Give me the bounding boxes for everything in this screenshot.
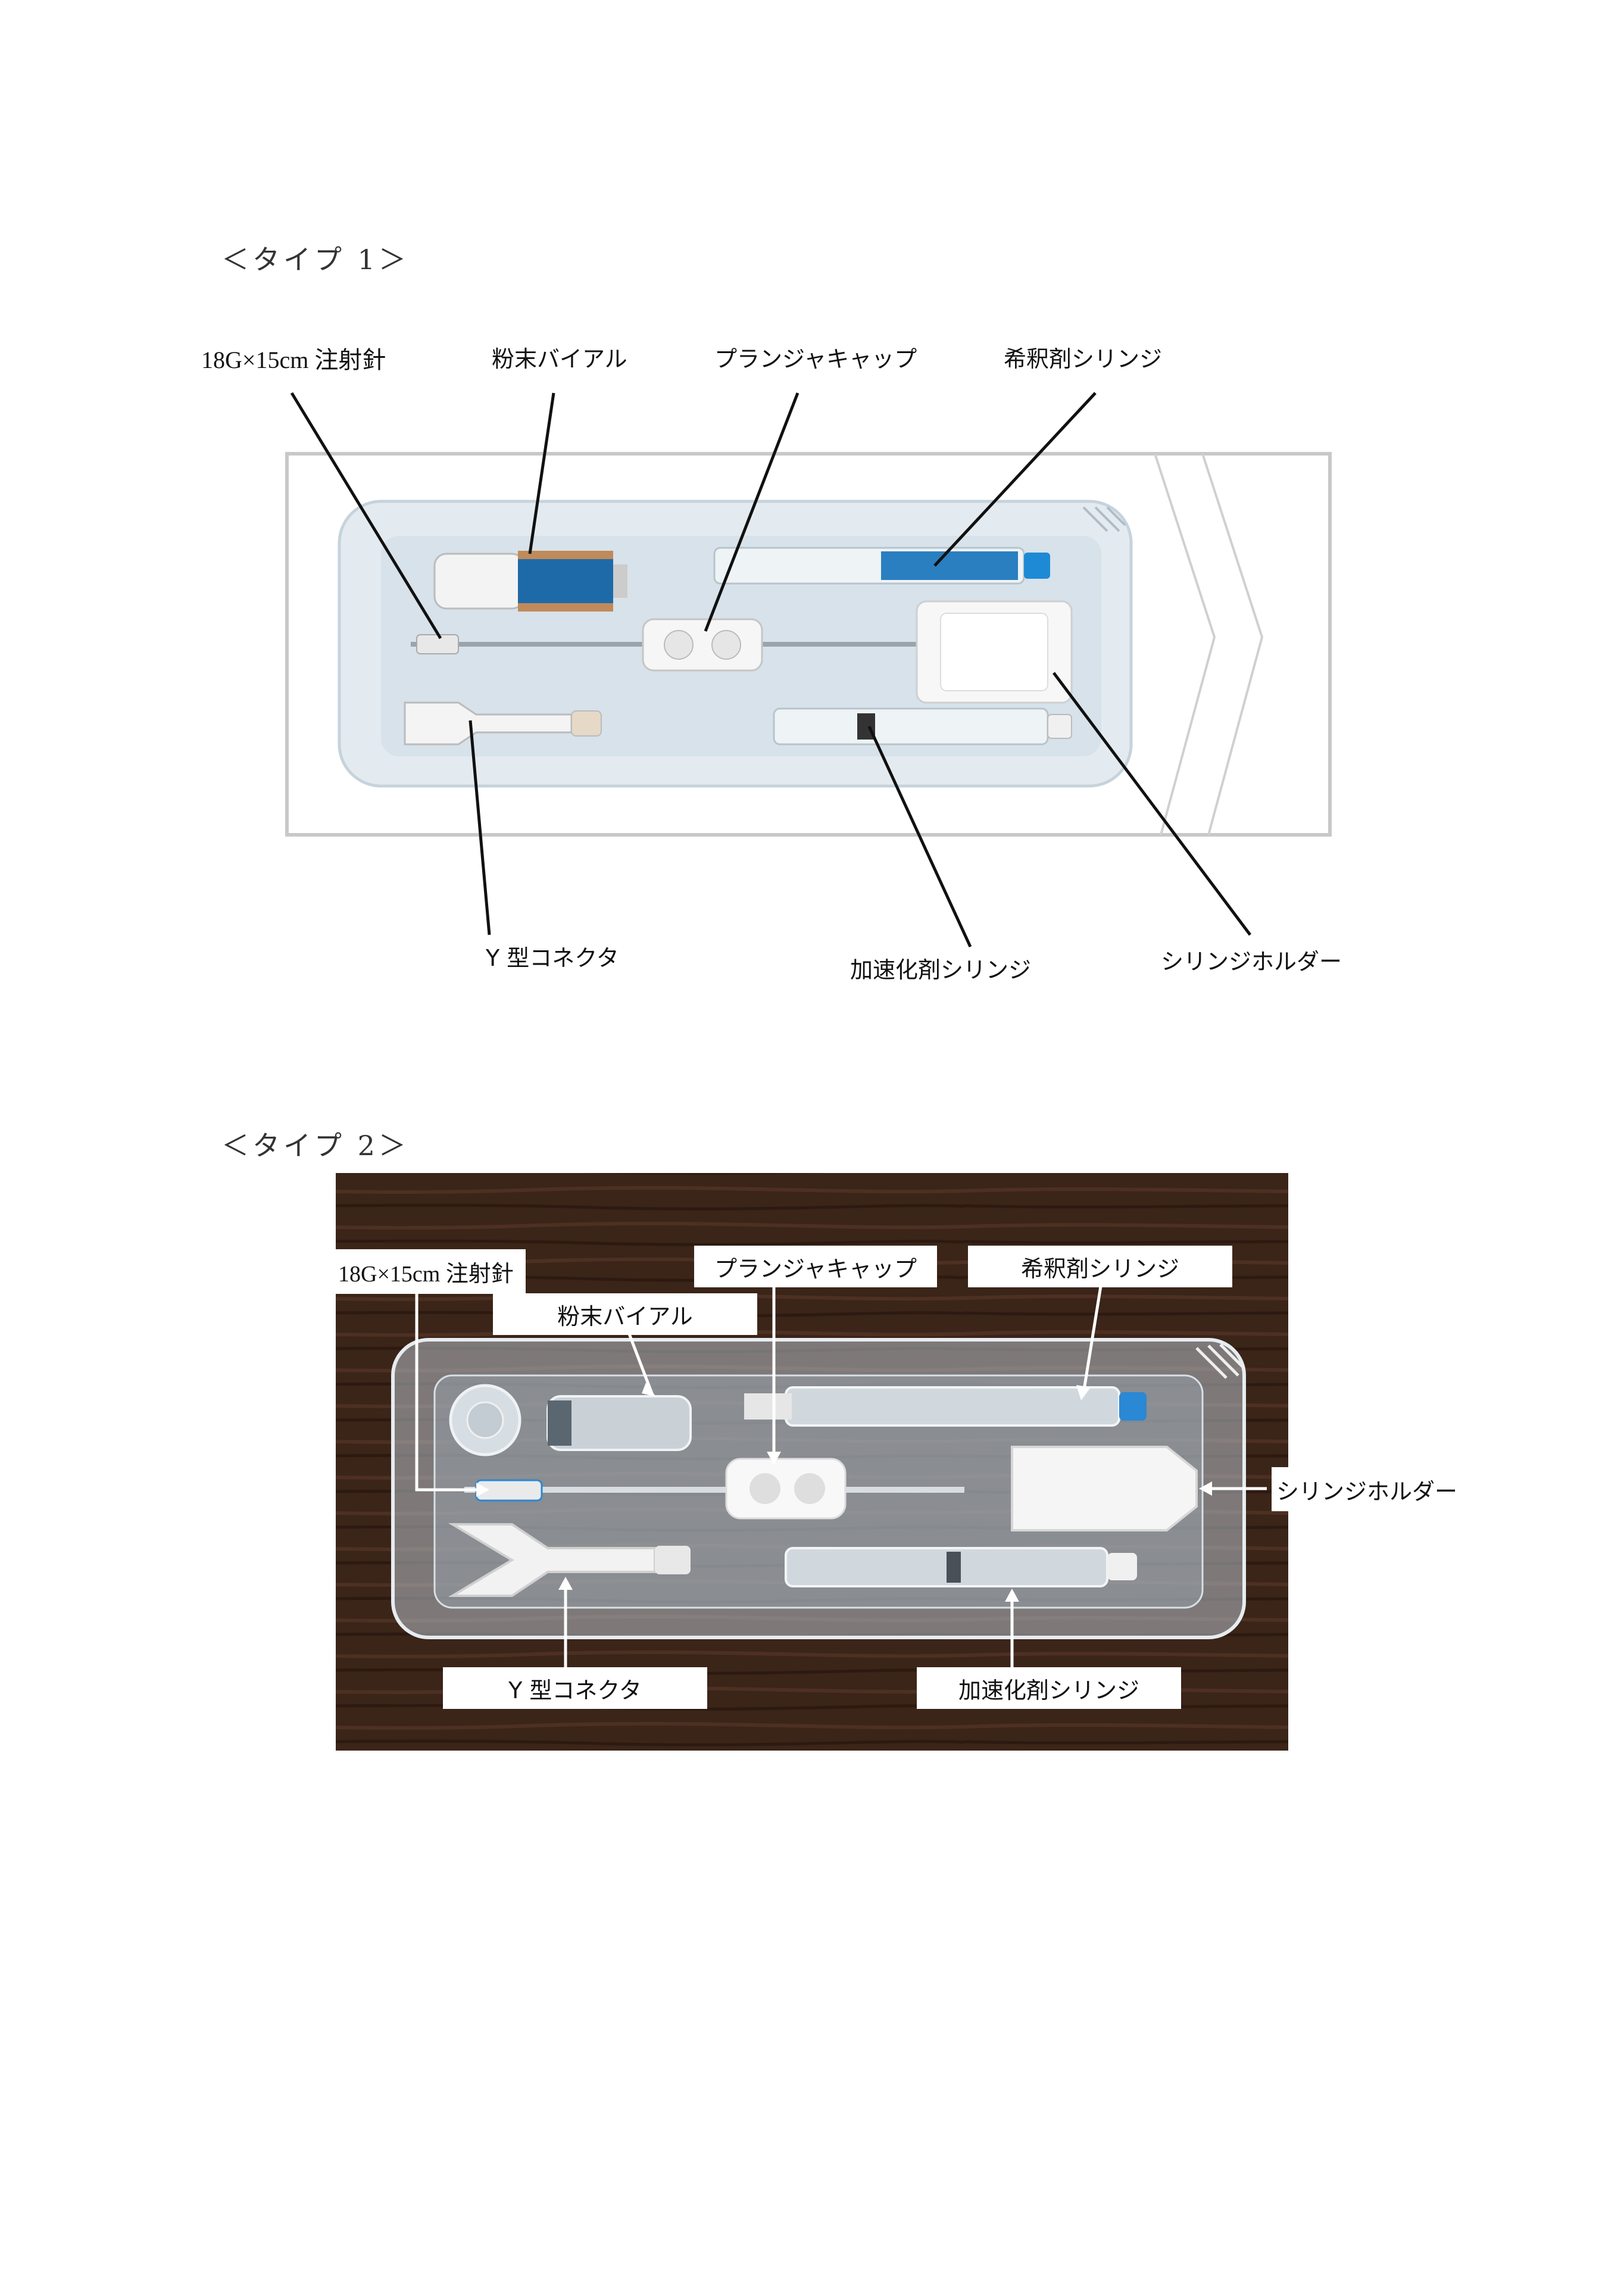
- type2-label-needle: 18G×15cm 注射針: [326, 1249, 526, 1294]
- type1-pouch-frame: [285, 452, 1332, 837]
- type2-plunger-cap: [725, 1458, 847, 1520]
- type1-pouch-chevron: [1154, 453, 1216, 835]
- type1-pointer-y-connector: [469, 720, 491, 935]
- type1-label-syringe-holder: シリンジホルダー: [1161, 949, 1342, 975]
- type1-vial-label: [518, 551, 613, 612]
- type2-label-y-connector: Y 型コネクタ: [443, 1667, 707, 1709]
- type1-kit-illustration: [285, 392, 1332, 948]
- type2-label-syringe-holder: シリンジホルダー: [1272, 1467, 1462, 1511]
- type2-diluent-syringe: [785, 1386, 1120, 1427]
- type1-diluent-liquid: [881, 551, 1018, 580]
- type1-label-plunger-cap: プランジャキャップ: [714, 346, 917, 372]
- type1-label-y-connector: Y 型コネクタ: [486, 945, 619, 971]
- type1-pointer-diluent-syringe: [933, 392, 1097, 567]
- type2-syringe-holder: [1011, 1446, 1198, 1531]
- type1-label-diluent-syringe: 希釈剤シリンジ: [1004, 346, 1163, 372]
- type1-pointer-powder-vial: [528, 392, 555, 554]
- type1-label-needle: 18G×15cm 注射針: [201, 347, 386, 373]
- type2-heading: ＜タイプ 2＞: [221, 1130, 410, 1162]
- type2-label-diluent-syringe: 希釈剤シリンジ: [968, 1246, 1232, 1287]
- type2-label-accelerator-syringe: 加速化剤シリンジ: [917, 1667, 1181, 1709]
- type2-y-connector: [448, 1523, 656, 1597]
- type1-pointer-accelerator-syringe: [867, 725, 972, 948]
- type1-heading: ＜タイプ 1＞: [221, 244, 410, 276]
- type1-label-accelerator-syringe: 加速化剤シリンジ: [850, 957, 1032, 983]
- type1-pointer-plunger-cap: [704, 392, 799, 632]
- type1-label-powder-vial: 粉末バイアル: [492, 346, 627, 372]
- type2-pointer-needle: [415, 1274, 476, 1492]
- type1-pouch-chevron: [1201, 453, 1264, 835]
- type2-label-powder-vial: 粉末バイアル: [493, 1293, 757, 1335]
- type1-pointer-syringe-holder: [1053, 672, 1251, 936]
- type2-label-plunger-cap: プランジャキャップ: [694, 1246, 937, 1287]
- type2-pointer-diluent-syringe: [1082, 1282, 1103, 1394]
- type1-pointer-needle: [290, 392, 442, 639]
